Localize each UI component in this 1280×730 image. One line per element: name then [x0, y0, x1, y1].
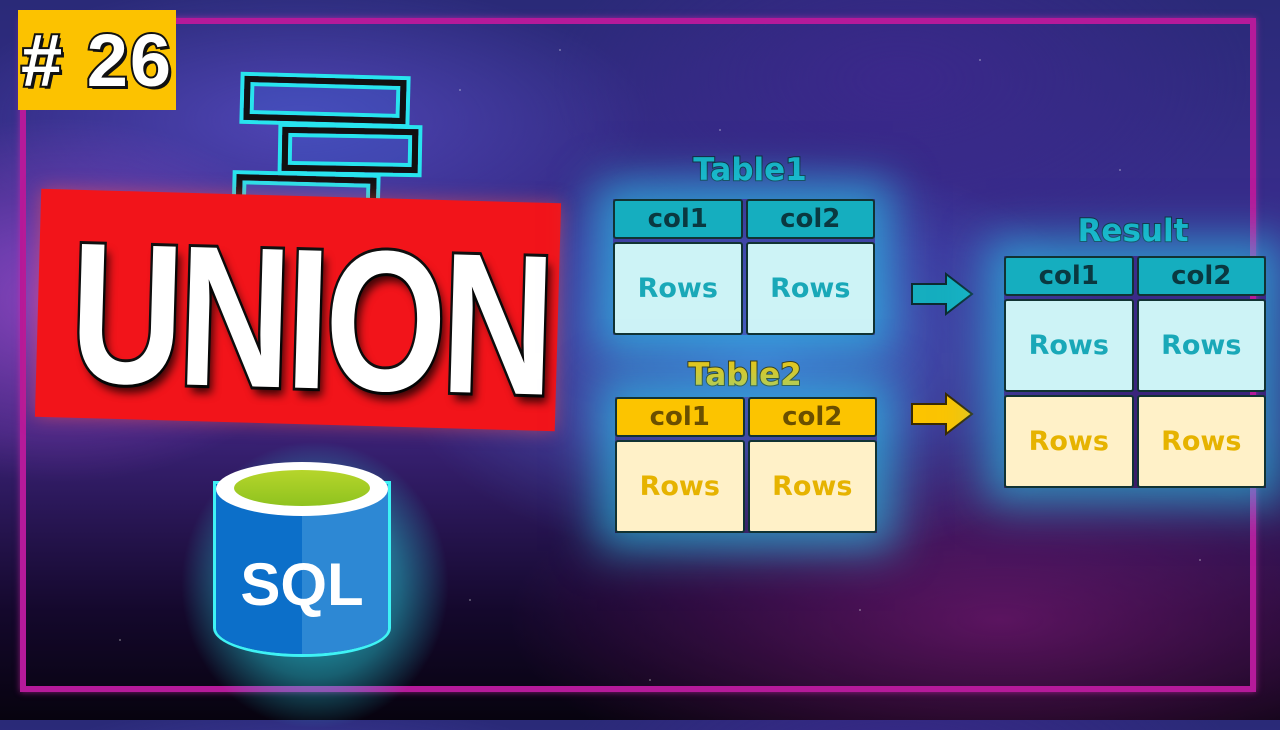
- table2: col1 col2 Rows Rows: [615, 397, 877, 533]
- table1-rows-col1: Rows: [613, 242, 743, 335]
- table2-rows-col1: Rows: [615, 440, 745, 533]
- table2-col2-header: col2: [747, 397, 877, 437]
- result-table2-rows-col1: Rows: [1004, 395, 1134, 488]
- result-title: Result: [1077, 212, 1190, 250]
- table1-col1-header: col1: [613, 199, 743, 239]
- arrow-right-icon-gold: [911, 392, 974, 436]
- table2-col1-header: col1: [615, 397, 745, 437]
- result-col1-header: col1: [1004, 256, 1134, 296]
- arrow-right-icon-teal: [911, 272, 974, 316]
- table1-rows-col2: Rows: [745, 242, 875, 335]
- table2-rows-col2: Rows: [747, 440, 877, 533]
- result-table2-rows-col2: Rows: [1136, 395, 1266, 488]
- page-title: UNION: [65, 199, 556, 441]
- episode-number: # 26: [19, 17, 174, 104]
- result-table: col1 col2 Rows Rows Rows Rows: [1004, 256, 1266, 488]
- result-col2-header: col2: [1136, 256, 1266, 296]
- episode-badge: # 26: [18, 10, 176, 110]
- table1-col2-header: col2: [745, 199, 875, 239]
- table1-title: Table1: [692, 151, 807, 189]
- database-top: [216, 462, 388, 516]
- sql-label: SQL: [240, 551, 364, 618]
- result-table1-rows-col2: Rows: [1136, 299, 1266, 392]
- table2-title: Table2: [687, 356, 802, 394]
- result-table1-rows-col1: Rows: [1004, 299, 1134, 392]
- table1: col1 col2 Rows Rows: [613, 199, 875, 335]
- sql-database-icon: SQL: [216, 462, 388, 676]
